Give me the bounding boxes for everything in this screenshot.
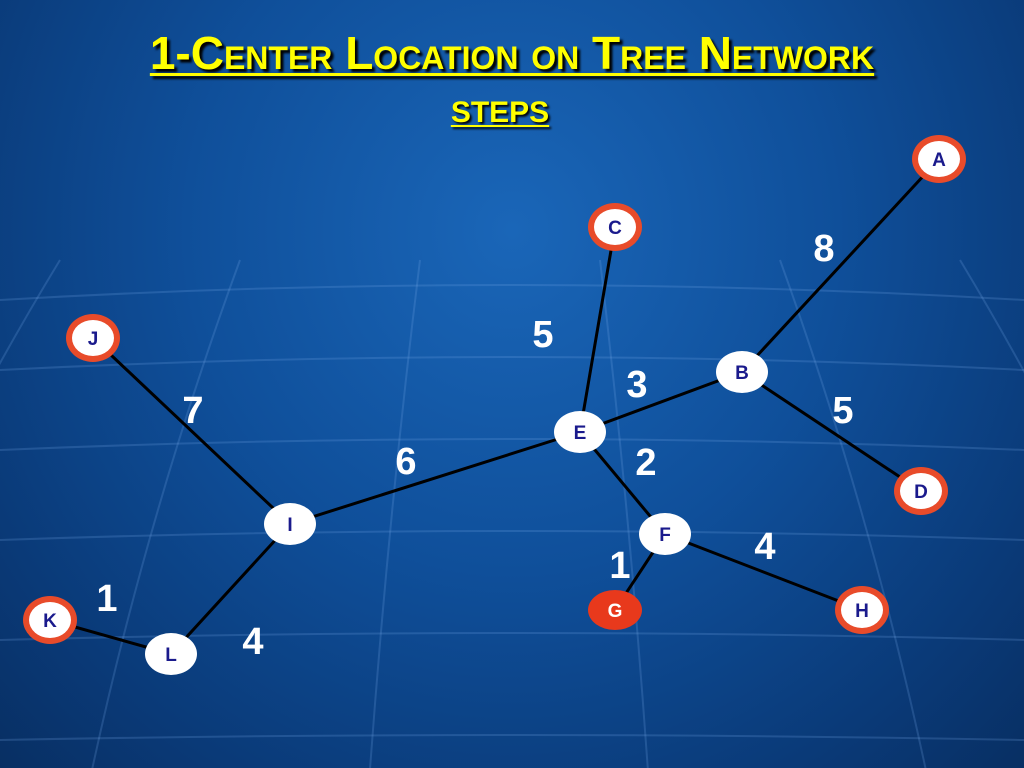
node-a: A: [912, 135, 966, 183]
grid-longitude-line: [369, 259, 421, 768]
edge-f-h: [664, 532, 863, 612]
edge-e-c: [578, 226, 617, 433]
node-label: F: [659, 525, 671, 546]
grid-latitude-line: [0, 438, 1024, 451]
node-h: H: [835, 586, 889, 634]
node-d: D: [894, 467, 948, 515]
node-e: E: [554, 411, 606, 453]
edge-weight-i-l: 4: [242, 621, 263, 663]
node-body: [716, 351, 768, 393]
node-body: [29, 602, 71, 638]
edge-e-b: [579, 370, 743, 434]
edge-weight-f-h: 4: [754, 526, 775, 568]
node-label: H: [855, 601, 869, 622]
node-label: K: [43, 611, 57, 632]
node-c: C: [588, 203, 642, 251]
node-label: L: [165, 645, 177, 666]
grid-longitude-line: [779, 259, 927, 768]
subtitle-container: STEPS: [0, 96, 1000, 130]
edge-weights-layer: 8 5 3 5 2 1 4 6 7 4 1: [96, 228, 853, 663]
node-j: J: [66, 314, 120, 362]
grid-longitude-line: [959, 259, 1024, 374]
node-label: J: [88, 329, 99, 350]
node-body: [841, 592, 883, 628]
grid-latitude-line: [0, 530, 1024, 541]
node-body: [264, 503, 316, 545]
node-body: [918, 141, 960, 177]
grid-latitude-line: [0, 284, 1024, 301]
edge-b-d: [741, 370, 922, 493]
node-label: A: [932, 150, 946, 171]
grid-longitude-line: [0, 259, 61, 366]
nodes-layer: A B C D E F G H I J K L: [23, 135, 966, 675]
edge-weight-i-e: 6: [395, 441, 416, 483]
node-body: [588, 590, 642, 630]
node-body: [639, 513, 691, 555]
node-body: [72, 320, 114, 356]
edge-b-a: [740, 157, 941, 374]
node-body: [145, 633, 197, 675]
node-i: I: [264, 503, 316, 545]
edge-weight-b-d: 5: [832, 390, 853, 432]
node-label: I: [287, 515, 292, 536]
node-f: F: [639, 513, 691, 555]
node-body: [594, 209, 636, 245]
edge-weight-k-l: 1: [96, 578, 117, 620]
edge-weight-j-i: 7: [182, 390, 203, 432]
node-label: D: [914, 482, 928, 503]
node-g: G: [588, 590, 642, 630]
node-label: E: [574, 423, 587, 444]
grid-latitude-line: [0, 632, 1024, 641]
node-label: G: [608, 601, 623, 622]
edge-i-e: [289, 430, 581, 526]
title-container: 1-Center Location on Tree Network: [0, 26, 1024, 80]
node-body: [900, 473, 942, 509]
grid-longitude-line: [599, 259, 649, 768]
node-label: C: [608, 218, 622, 239]
edge-j-i: [91, 336, 292, 526]
node-b: B: [716, 351, 768, 393]
grid-longitude-line: [91, 259, 241, 768]
edge-weight-e-b: 3: [626, 364, 647, 406]
grid-latitude-line: [0, 734, 1024, 741]
page-subtitle: STEPS: [450, 96, 550, 129]
edge-weight-e-f: 2: [635, 442, 656, 484]
grid-latitude-line: [0, 356, 1024, 371]
page-title: 1-Center Location on Tree Network: [149, 27, 875, 79]
edge-weight-f-g: 1: [609, 545, 630, 587]
node-label: B: [735, 363, 749, 384]
node-k: K: [23, 596, 77, 644]
node-body: [554, 411, 606, 453]
edge-weight-b-a: 8: [813, 228, 834, 270]
edge-i-l: [169, 522, 292, 656]
node-l: L: [145, 633, 197, 675]
edge-weight-e-c: 5: [532, 314, 553, 356]
